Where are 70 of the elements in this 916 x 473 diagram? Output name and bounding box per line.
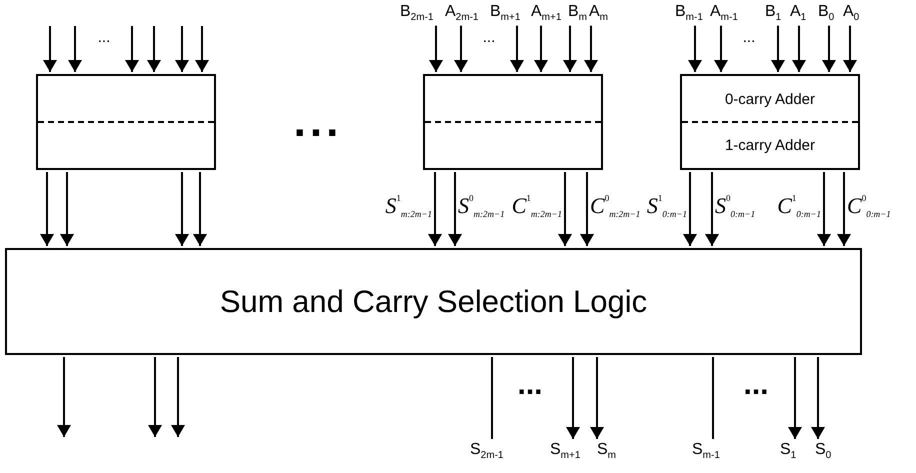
adder-block bbox=[680, 74, 860, 170]
arrow bbox=[195, 26, 209, 72]
arrow bbox=[558, 172, 572, 246]
signal-label: A$_{m+1}$ bbox=[531, 3, 562, 24]
arrow bbox=[580, 172, 594, 246]
arrow bbox=[822, 26, 836, 72]
arrow bbox=[590, 357, 604, 439]
signal-label: B$_{1}$ bbox=[765, 3, 782, 24]
signal-label: B$_{0}$ bbox=[818, 3, 834, 24]
arrow bbox=[448, 172, 462, 246]
arrow bbox=[843, 26, 857, 72]
arrow bbox=[171, 357, 185, 437]
signal-label: A$_{2m-1}$ bbox=[445, 3, 478, 24]
ellipsis: ... bbox=[98, 30, 110, 45]
box-block bbox=[36, 74, 216, 170]
signal-label: S$_{m+1}$ bbox=[550, 441, 580, 462]
block-label: Sum and Carry Selection Logic bbox=[218, 282, 648, 320]
logic-block bbox=[5, 248, 862, 355]
arrow bbox=[563, 26, 577, 72]
arrow bbox=[510, 26, 524, 72]
block-label: 0-carry Adder bbox=[724, 90, 816, 110]
arrow bbox=[788, 357, 802, 439]
signal-label: A$_{1}$ bbox=[790, 3, 806, 24]
arrow bbox=[429, 26, 443, 72]
ellipsis: ... bbox=[743, 370, 768, 400]
arrow bbox=[148, 357, 162, 437]
signal-label: S$_{2m-1}$ bbox=[470, 441, 504, 462]
arrow bbox=[43, 26, 57, 72]
arrow bbox=[60, 172, 74, 246]
arrow bbox=[566, 357, 580, 439]
signal-label: B$_{m}$ bbox=[568, 3, 588, 24]
arrow bbox=[817, 172, 831, 246]
arrow bbox=[683, 172, 697, 246]
arrow bbox=[40, 172, 54, 246]
ellipsis: ... bbox=[482, 30, 496, 45]
arrow bbox=[811, 357, 825, 439]
arrow bbox=[688, 26, 702, 72]
arrow bbox=[837, 172, 851, 246]
arrow bbox=[428, 172, 442, 246]
signal-label: A$_{m-1}$ bbox=[710, 3, 738, 24]
signal-label: S$_{m-1}$ bbox=[692, 441, 720, 462]
signal-label: A$_{0}$ bbox=[843, 3, 860, 24]
arrow bbox=[68, 26, 82, 72]
arrow bbox=[714, 26, 728, 72]
arrow bbox=[57, 357, 71, 437]
arrow bbox=[792, 26, 806, 72]
signal-label: B$_{2m-1}$ bbox=[400, 3, 434, 24]
arrow bbox=[454, 26, 468, 72]
block-label: 1-carry Adder bbox=[724, 136, 816, 156]
arrow bbox=[705, 172, 719, 246]
line bbox=[712, 357, 714, 439]
signal-label: A$_{m}$ bbox=[589, 3, 608, 24]
line bbox=[491, 357, 493, 439]
arrow bbox=[534, 26, 548, 72]
ellipsis: ... bbox=[742, 30, 756, 45]
ellipsis: ... bbox=[294, 100, 342, 144]
signal-label: S$_{m}$ bbox=[597, 441, 616, 462]
ellipsis: ... bbox=[517, 370, 542, 400]
arrow bbox=[584, 26, 598, 72]
signal-label: B$_{m+1}$ bbox=[490, 3, 520, 24]
arrow bbox=[771, 26, 785, 72]
arrow bbox=[175, 172, 189, 246]
arrow bbox=[125, 26, 139, 72]
signal-label: S$_{0}$ bbox=[815, 441, 832, 462]
arrow bbox=[175, 26, 189, 72]
box-block bbox=[423, 74, 603, 170]
arrow bbox=[147, 26, 161, 72]
arrow bbox=[193, 172, 207, 246]
signal-label: S$_{1}$ bbox=[780, 441, 796, 462]
signal-label: B$_{m-1}$ bbox=[675, 3, 703, 24]
